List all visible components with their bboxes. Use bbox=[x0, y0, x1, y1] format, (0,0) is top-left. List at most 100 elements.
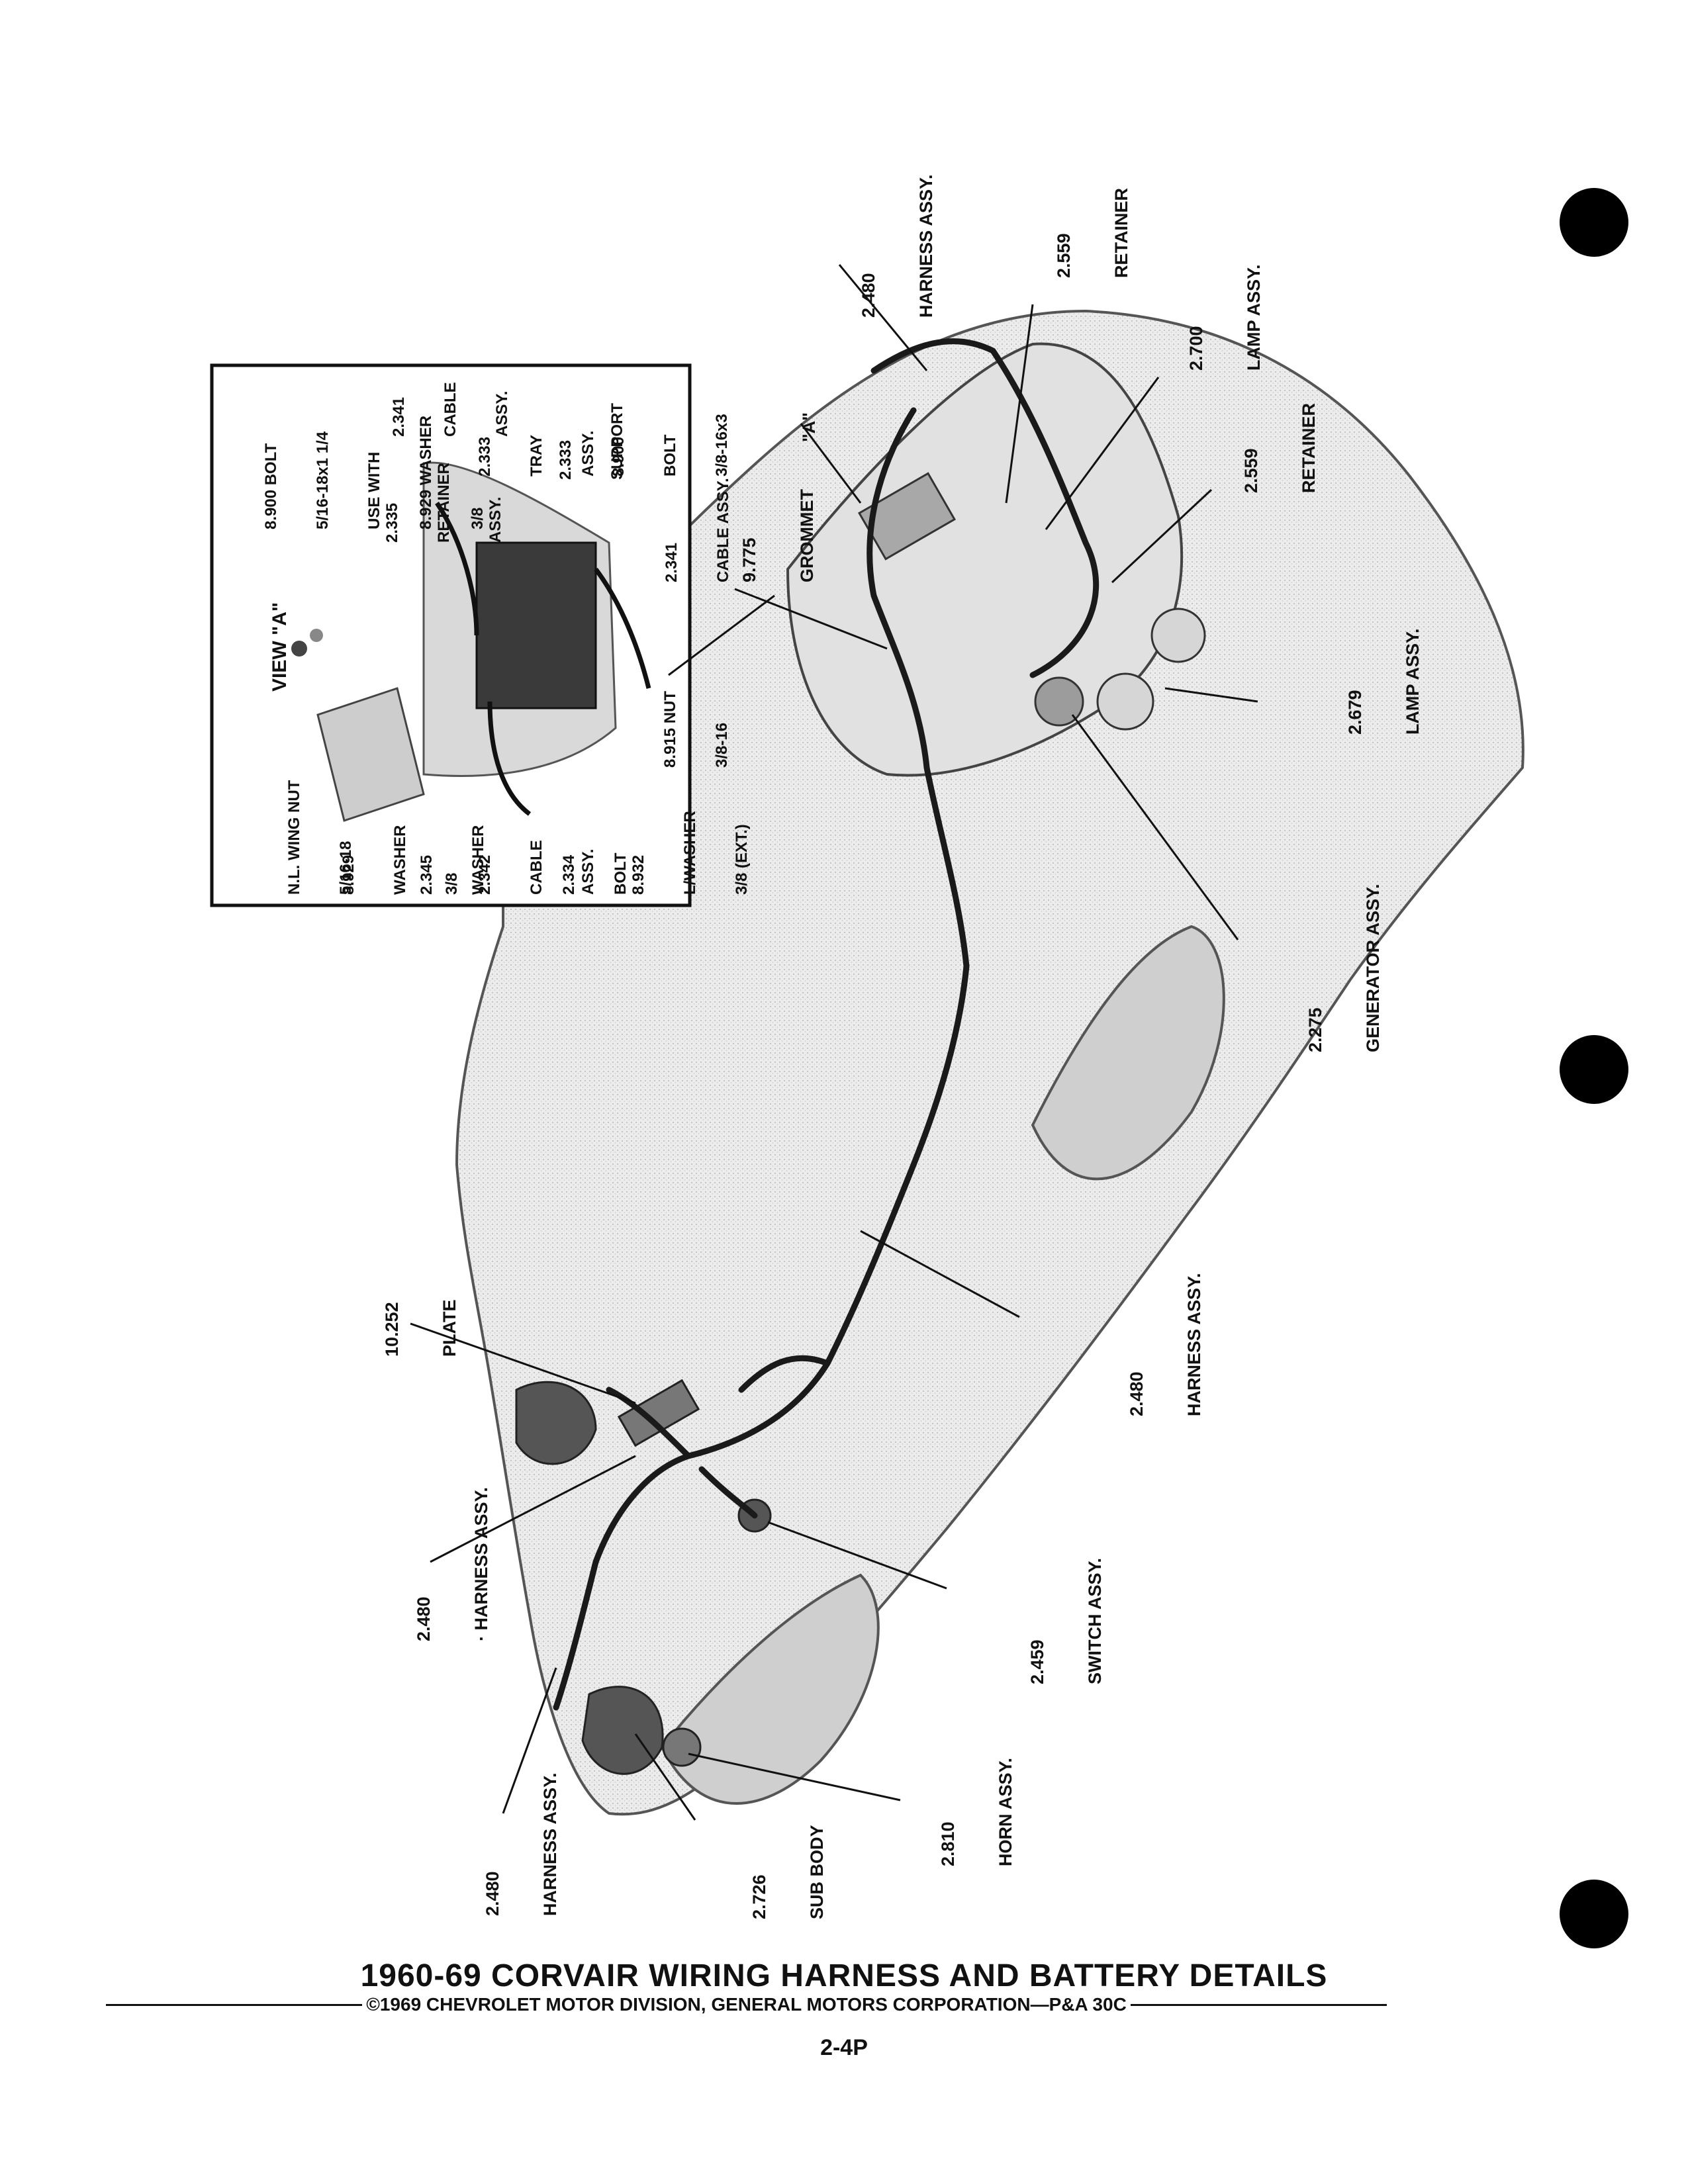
copyright-row: ©1969 CHEVROLET MOTOR DIVISION, GENERAL … bbox=[106, 1993, 1387, 2016]
callout-lamp-2679: 2.679 LAMP ASSY. bbox=[1307, 628, 1442, 735]
inset-label-wing-nut-name: N.L. WING NUT bbox=[285, 780, 303, 895]
callout-plate-number: 10.252 bbox=[382, 1302, 402, 1357]
callout-generator-number: 2.275 bbox=[1305, 1007, 1325, 1052]
inset-washer bbox=[310, 629, 323, 642]
inset-label-lwasher-8932-size: 3/8 (EXT.) bbox=[733, 824, 751, 895]
callout-horn: 2.810 HORN ASSY. bbox=[900, 1758, 1035, 1866]
binder-hole-top bbox=[1560, 188, 1628, 257]
view-a-inset bbox=[210, 363, 692, 907]
inset-cables bbox=[435, 502, 651, 816]
callout-harness-bottom-number: 2.480 bbox=[483, 1871, 502, 1916]
inset-label-bolt-8900-b-name: BOLT bbox=[661, 434, 679, 477]
car-body bbox=[455, 309, 1524, 1816]
callout-switch-label: SWITCH ASSY. bbox=[1085, 1557, 1105, 1684]
inset-label-lwasher-8932: 8.932 L/WASHER 3/8 (EXT.) bbox=[596, 811, 768, 895]
callout-generator-label: GENERATOR ASSY. bbox=[1363, 884, 1383, 1052]
binder-hole-bottom bbox=[1560, 1880, 1628, 1948]
inset-label-cable-2341-b: 2.341 CABLE ASSY. bbox=[629, 478, 749, 582]
inset-label-bolt-8900-b-size: 3/8-16x3 bbox=[713, 414, 731, 477]
wiring-harness bbox=[553, 338, 1100, 1711]
inset-wing-nut bbox=[291, 641, 307, 657]
callout-harness-top: 2.480 HARNESS ASSY. bbox=[821, 174, 955, 318]
callout-retainer-mid: 2.559 RETAINER bbox=[1203, 403, 1338, 493]
callout-retainer-mid-number: 2.559 bbox=[1241, 448, 1261, 493]
callout-horn-number: 2.810 bbox=[938, 1821, 958, 1866]
callout-retainer-mid-label: RETAINER bbox=[1299, 402, 1319, 493]
callout-sub-body: 2.726 SUB BODY bbox=[712, 1825, 846, 1919]
page-number: 2-4P bbox=[820, 2035, 868, 2060]
fuse-plate bbox=[617, 1379, 700, 1447]
inset-label-washer-8929-number: 8.929 bbox=[340, 854, 357, 895]
inset-support-bracket bbox=[316, 687, 425, 822]
callout-harness-top-number: 2.480 bbox=[859, 273, 878, 318]
callout-retainer-top-number: 2.559 bbox=[1054, 233, 1074, 278]
tail-lamp-lower bbox=[1096, 672, 1154, 731]
tail-lamp-upper bbox=[1150, 608, 1206, 663]
inset-label-cable-2341-a-suffix: ASSY. bbox=[493, 390, 511, 437]
inset-label-cable-2342-number: 2.342 bbox=[476, 854, 494, 895]
inset-label-lwasher-8932-name: L/WASHER bbox=[681, 811, 699, 895]
engine-compartment bbox=[786, 342, 1184, 777]
callout-harness-front-number: 2.480 bbox=[414, 1596, 434, 1641]
inset-title-text: VIEW "A" bbox=[269, 602, 291, 692]
inset-label-bolt-8900-a-size: 5/16-18x1 1/4 bbox=[314, 431, 332, 529]
copyright-rule-right bbox=[1130, 2003, 1387, 2006]
callout-harness-front-label: · HARNESS ASSY. bbox=[471, 1486, 491, 1641]
callout-lamp-2679-number: 2.679 bbox=[1345, 690, 1365, 735]
inset-label-nut-8915-name: 8.915 NUT bbox=[661, 690, 679, 768]
callout-harness-front: 2.480 · HARNESS ASSY. bbox=[376, 1487, 510, 1641]
callout-harness-mid-label: HARNESS ASSY. bbox=[1184, 1273, 1204, 1416]
callout-lamp-2700: 2.700 LAMP ASSY. bbox=[1149, 264, 1283, 371]
callout-harness-bottom-label: HARNESS ASSY. bbox=[540, 1772, 560, 1916]
binder-hole-middle bbox=[1560, 1035, 1628, 1104]
callout-sub-body-label: SUB BODY bbox=[807, 1825, 827, 1919]
copyright-notice: ©1969 CHEVROLET MOTOR DIVISION, GENERAL … bbox=[366, 1994, 1127, 2015]
horn bbox=[662, 1727, 702, 1767]
inset-label-bolt-8900-b-number: 8.900 bbox=[610, 436, 628, 477]
callout-harness-top-label: HARNESS ASSY. bbox=[916, 174, 936, 318]
inset-label-cable-2341-a-number: 2.341 bbox=[390, 396, 408, 437]
leader-lines bbox=[410, 264, 1258, 1821]
callout-retainer-top: 2.559 RETAINER bbox=[1016, 188, 1150, 278]
callout-harness-bottom: 2.480 HARNESS ASSY. bbox=[445, 1772, 579, 1916]
copyright-rule-left bbox=[106, 2003, 363, 2006]
inset-label-retainer-2335-number: 2.335 bbox=[383, 502, 401, 543]
callout-harness-mid-number: 2.480 bbox=[1127, 1371, 1147, 1416]
inset-label-cable-2341-b-name: CABLE ASSY. bbox=[714, 478, 732, 582]
callout-lamp-2700-label: LAMP ASSY. bbox=[1244, 264, 1264, 371]
callout-horn-label: HORN ASSY. bbox=[996, 1757, 1015, 1866]
inset-label-nut-8915-size: 3/8-16 bbox=[713, 722, 731, 768]
front-wheel-arch bbox=[660, 1573, 880, 1805]
inset-label-bolt-8900-b: 8.900 BOLT 3/8-16x3 bbox=[576, 414, 748, 477]
callout-plate-label: PLATE bbox=[440, 1299, 459, 1357]
inset-label-support-2333-number: 2.333 bbox=[557, 439, 575, 480]
inset-label-cable-2341-a-name: CABLE bbox=[442, 382, 459, 437]
page-caption: 1960-69 CORVAIR WIRING HARNESS AND BATTE… bbox=[360, 1958, 1328, 1993]
inset-label-nut-8915: 8.915 NUT 3/8-16 bbox=[628, 691, 748, 768]
callout-retainer-top-label: RETAINER bbox=[1111, 187, 1131, 278]
callout-view-a: "A" bbox=[761, 412, 838, 442]
generator bbox=[1034, 676, 1084, 727]
front-sub-body bbox=[581, 1686, 664, 1775]
callout-view-a-label: "A" bbox=[799, 412, 819, 442]
callout-sub-body-number: 2.726 bbox=[749, 1874, 769, 1919]
callout-switch: 2.459 SWITCH ASSY. bbox=[990, 1558, 1124, 1684]
callout-harness-mid: 2.480 HARNESS ASSY. bbox=[1089, 1273, 1223, 1416]
wiring-diagram bbox=[210, 264, 1524, 1821]
callout-lamp-2679-label: LAMP ASSY. bbox=[1403, 628, 1423, 735]
inset-label-lwasher-8932-number: 8.932 bbox=[630, 854, 647, 895]
inset-label-tray-2333-number: 2.333 bbox=[476, 436, 494, 477]
callout-switch-number: 2.459 bbox=[1027, 1639, 1047, 1684]
inset-battery bbox=[475, 541, 597, 709]
inset-label-bolt-2334-number: 2.334 bbox=[560, 854, 578, 895]
inset-label-washer-2345-number: 2.345 bbox=[418, 854, 436, 895]
inset-title: VIEW "A" bbox=[232, 602, 308, 692]
inset-label-cable-2341-b-number: 2.341 bbox=[663, 542, 680, 582]
callout-grommet-label: GROMMET bbox=[797, 489, 817, 582]
callout-plate: 10.252 PLATE bbox=[344, 1300, 479, 1357]
inset-label-bolt-8900-a-name: 8.900 BOLT bbox=[262, 443, 280, 529]
callout-generator: 2.275 GENERATOR ASSY. bbox=[1268, 884, 1402, 1052]
front-headlamp-housing bbox=[515, 1381, 597, 1465]
callout-lamp-2700-number: 2.700 bbox=[1186, 326, 1206, 371]
inset-label-cable-2341-a: 2.341 CABLE ASSY. bbox=[356, 382, 528, 437]
